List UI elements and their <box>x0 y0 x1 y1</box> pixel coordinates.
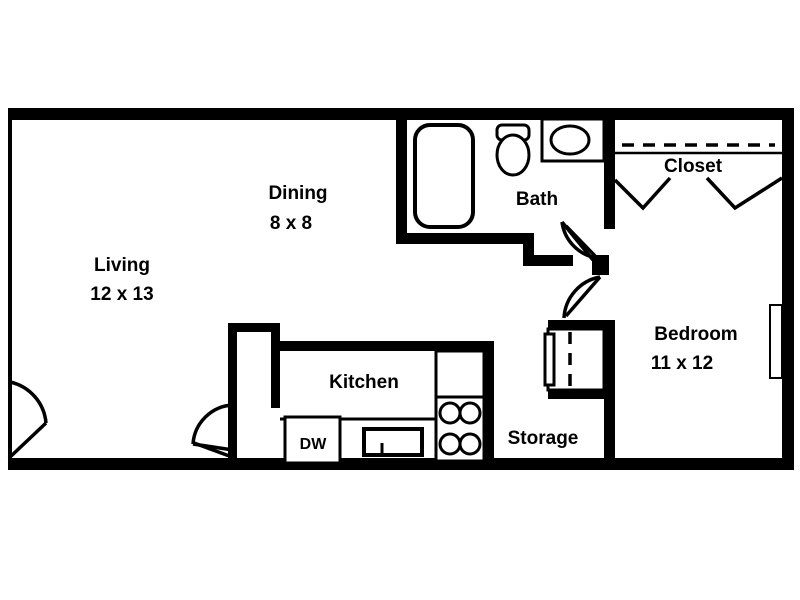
room-label-storage: Storage <box>508 428 579 449</box>
wall-right-exterior <box>782 108 794 470</box>
closet-bifold-doors[interactable] <box>613 176 783 211</box>
room-dim-living: 12 x 13 <box>90 284 153 305</box>
wall-kitchen-closet-left <box>228 323 237 463</box>
appliance-label-dishwasher: DW <box>300 436 328 453</box>
wall-utility-bottom <box>548 390 608 399</box>
wall-group <box>8 108 794 470</box>
wall-kitchen-closet-top <box>228 323 280 332</box>
bathtub-icon <box>413 123 475 229</box>
closet-bifold-door-right-icon[interactable] <box>705 176 783 211</box>
wall-left-exterior <box>8 108 12 462</box>
wall-bottom-exterior <box>8 458 794 470</box>
wall-hall-bottom <box>523 255 573 266</box>
wall-kitchen-right <box>484 341 494 463</box>
burner-icon <box>438 401 462 425</box>
water-heater-closet-icon <box>543 327 606 392</box>
closet-shelf-and-rod-icon <box>615 143 782 155</box>
closet-bifold-door-left-icon[interactable] <box>613 176 672 211</box>
dishwasher-icon <box>283 415 342 465</box>
kitchen-fixtures <box>280 349 486 465</box>
burner-icon <box>458 432 482 456</box>
wall-bath-left <box>396 108 407 244</box>
bath-door-icon[interactable] <box>560 220 598 262</box>
room-label-bedroom: Bedroom <box>654 324 737 345</box>
kitchen-sink-icon <box>362 427 424 457</box>
wall-door-jamb-hinge <box>592 255 609 275</box>
wall-bath-bottom-step <box>523 233 534 266</box>
wall-kitchen-closet-right <box>271 323 280 408</box>
burner-icon <box>438 432 462 456</box>
living-kitchen-door-icon[interactable] <box>191 403 235 459</box>
room-labels: Living 12 x 13 Dining 8 x 8 Bath Closet … <box>90 156 737 453</box>
wall-storage-right <box>604 320 615 463</box>
wall-utility-top <box>548 320 608 329</box>
wall-kitchen-top <box>271 341 493 351</box>
vanity-sink-icon <box>549 124 591 156</box>
wall-bath-right <box>604 108 615 228</box>
room-label-bath: Bath <box>516 189 558 210</box>
entry-door-icon[interactable] <box>7 380 48 460</box>
bedroom-window-icon <box>769 304 783 379</box>
toilet-bowl-icon <box>495 133 531 177</box>
wall-closet-back <box>604 108 794 119</box>
wall-bath-bottom <box>396 233 534 244</box>
room-label-closet: Closet <box>664 156 723 177</box>
room-label-living: Living <box>94 255 150 276</box>
bedroom-door-icon[interactable] <box>562 275 602 319</box>
bathroom-fixtures <box>413 117 606 229</box>
room-dim-bedroom: 11 x 12 <box>651 353 713 374</box>
room-dim-dining: 8 x 8 <box>270 213 312 234</box>
burner-icon <box>458 401 482 425</box>
room-label-dining: Dining <box>268 183 327 204</box>
wall-closet-side <box>604 177 615 229</box>
room-label-kitchen: Kitchen <box>329 372 399 393</box>
